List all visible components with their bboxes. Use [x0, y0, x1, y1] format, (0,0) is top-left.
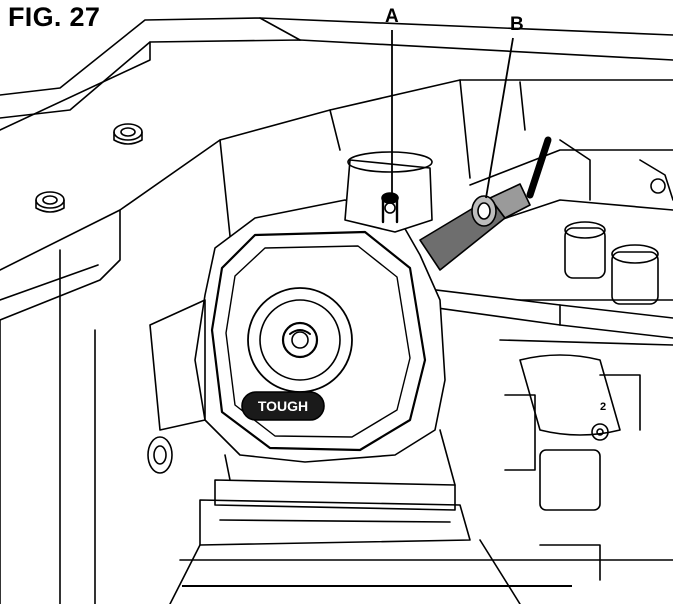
badge-text: TOUGH — [258, 398, 308, 414]
part-mark: 2 — [600, 401, 606, 413]
side-bolt — [147, 436, 173, 474]
deck-bolt-left — [113, 123, 143, 145]
callout-label-b: B — [510, 14, 524, 35]
bottom-rule — [182, 585, 572, 587]
lower-bracket — [169, 499, 673, 604]
leader-line-b — [485, 37, 514, 199]
spark-plug-boot — [419, 136, 552, 271]
figure-title: FIG. 27 — [8, 2, 101, 32]
deck-bolt-far-left — [35, 191, 65, 213]
cover-badge-plate — [241, 391, 325, 421]
callout-label-a: A — [385, 6, 399, 27]
carburetor-assembly — [469, 139, 673, 511]
frame-panels — [0, 17, 673, 604]
spark-plug — [344, 151, 433, 233]
